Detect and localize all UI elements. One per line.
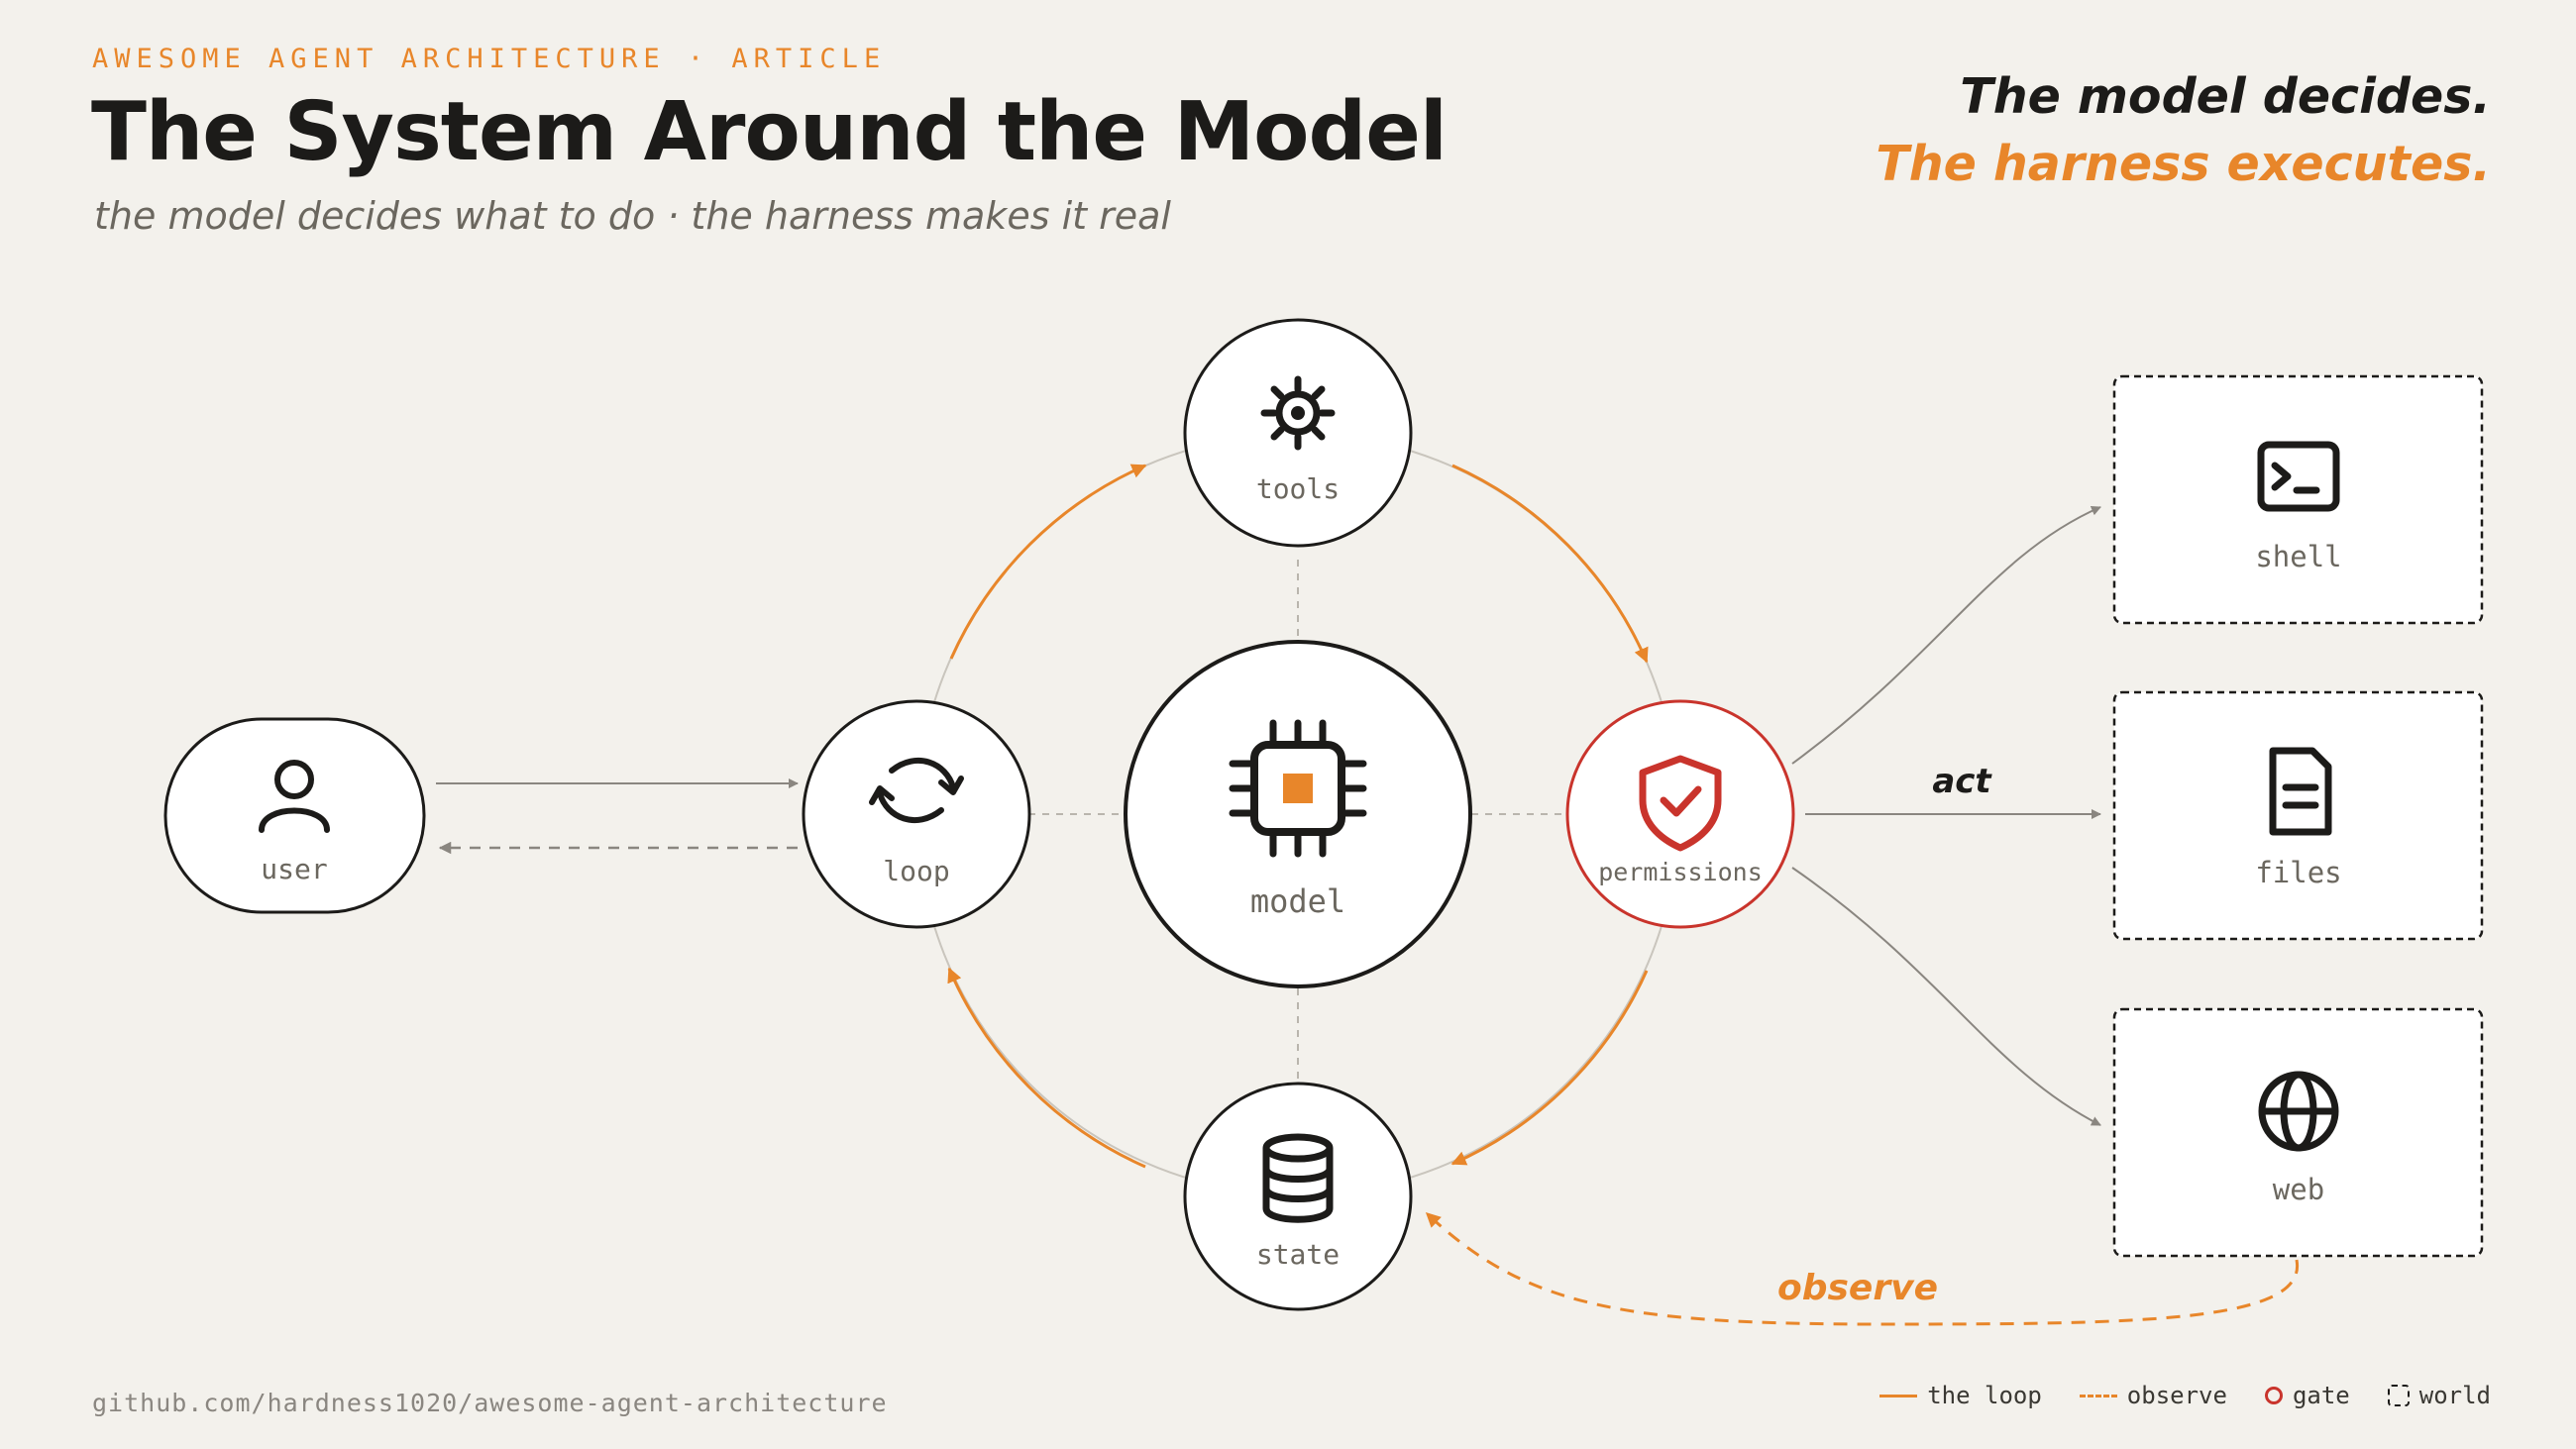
permissions-to-web-arrow — [1791, 867, 2101, 1126]
legend-item-observe: observe — [2079, 1382, 2227, 1409]
legend-label-observe: observe — [2126, 1382, 2227, 1409]
document-icon — [2269, 747, 2332, 836]
loop-arc-tools-to-permissions — [1451, 464, 1649, 664]
shell-node[interactable]: shell — [2112, 374, 2484, 625]
legend-label-world: world — [2418, 1382, 2491, 1409]
state-node[interactable]: state — [1183, 1082, 1413, 1311]
page-title: The System Around the Model — [91, 85, 1448, 179]
permissions-label: permissions — [1598, 858, 1763, 886]
legend-swatch-gate — [2264, 1387, 2283, 1404]
state-label: state — [1256, 1238, 1340, 1271]
legend-label-gate: gate — [2292, 1382, 2350, 1409]
chip-icon — [1229, 719, 1367, 858]
observe-label: observe — [1777, 1268, 1938, 1308]
legend-label-loop: the loop — [1927, 1382, 2042, 1409]
tools-node[interactable]: tools — [1183, 318, 1413, 548]
legend: the loop observe gate world — [1879, 1382, 2491, 1409]
refresh-arrows-icon — [869, 758, 964, 823]
tools-label: tools — [1256, 472, 1340, 505]
eyebrow-label: AWESOME AGENT ARCHITECTURE · ARTICLE — [92, 44, 887, 74]
web-label: web — [2273, 1173, 2324, 1206]
loop-arc-permissions-to-state — [1450, 970, 1649, 1166]
loop-arc-loop-to-tools — [949, 464, 1147, 660]
legend-item-loop: the loop — [1879, 1382, 2042, 1409]
user-label: user — [261, 853, 327, 885]
model-node[interactable]: model — [1124, 640, 1472, 988]
person-icon — [259, 760, 330, 833]
permissions-to-shell-arrow — [1791, 506, 2101, 765]
user-node[interactable]: user — [163, 717, 426, 914]
legend-swatch-observe — [2079, 1394, 2117, 1397]
legend-swatch-world — [2387, 1385, 2410, 1406]
act-label: act — [1932, 762, 1992, 801]
permissions-node[interactable]: permissions — [1565, 699, 1795, 929]
loop-node[interactable]: loop — [802, 699, 1031, 929]
shield-check-icon — [1639, 755, 1722, 852]
loop-label: loop — [883, 855, 949, 887]
repo-url[interactable]: github.com/hardness1020/awesome-agent-ar… — [92, 1389, 888, 1417]
loop-arc-state-to-loop — [947, 967, 1146, 1169]
shell-label: shell — [2255, 540, 2341, 573]
tagline: The model decides. The harness executes. — [1876, 63, 2491, 198]
database-icon — [1262, 1133, 1334, 1223]
model-label: model — [1250, 882, 1345, 920]
files-node[interactable]: files — [2112, 690, 2484, 941]
gear-icon — [1260, 375, 1336, 451]
page-subtitle: the model decides what to do · the harne… — [94, 194, 1171, 238]
globe-icon — [2258, 1071, 2339, 1152]
web-node[interactable]: web — [2112, 1007, 2484, 1258]
tagline-line-1: The model decides. — [1960, 68, 2491, 125]
files-label: files — [2255, 856, 2341, 889]
tagline-line-2: The harness executes. — [1876, 136, 2491, 192]
legend-item-gate: gate — [2264, 1382, 2350, 1409]
legend-swatch-loop — [1879, 1394, 1918, 1397]
terminal-icon — [2257, 441, 2340, 512]
legend-item-world: world — [2387, 1382, 2491, 1409]
observe-web-to-state-arrow — [1425, 1211, 2300, 1326]
